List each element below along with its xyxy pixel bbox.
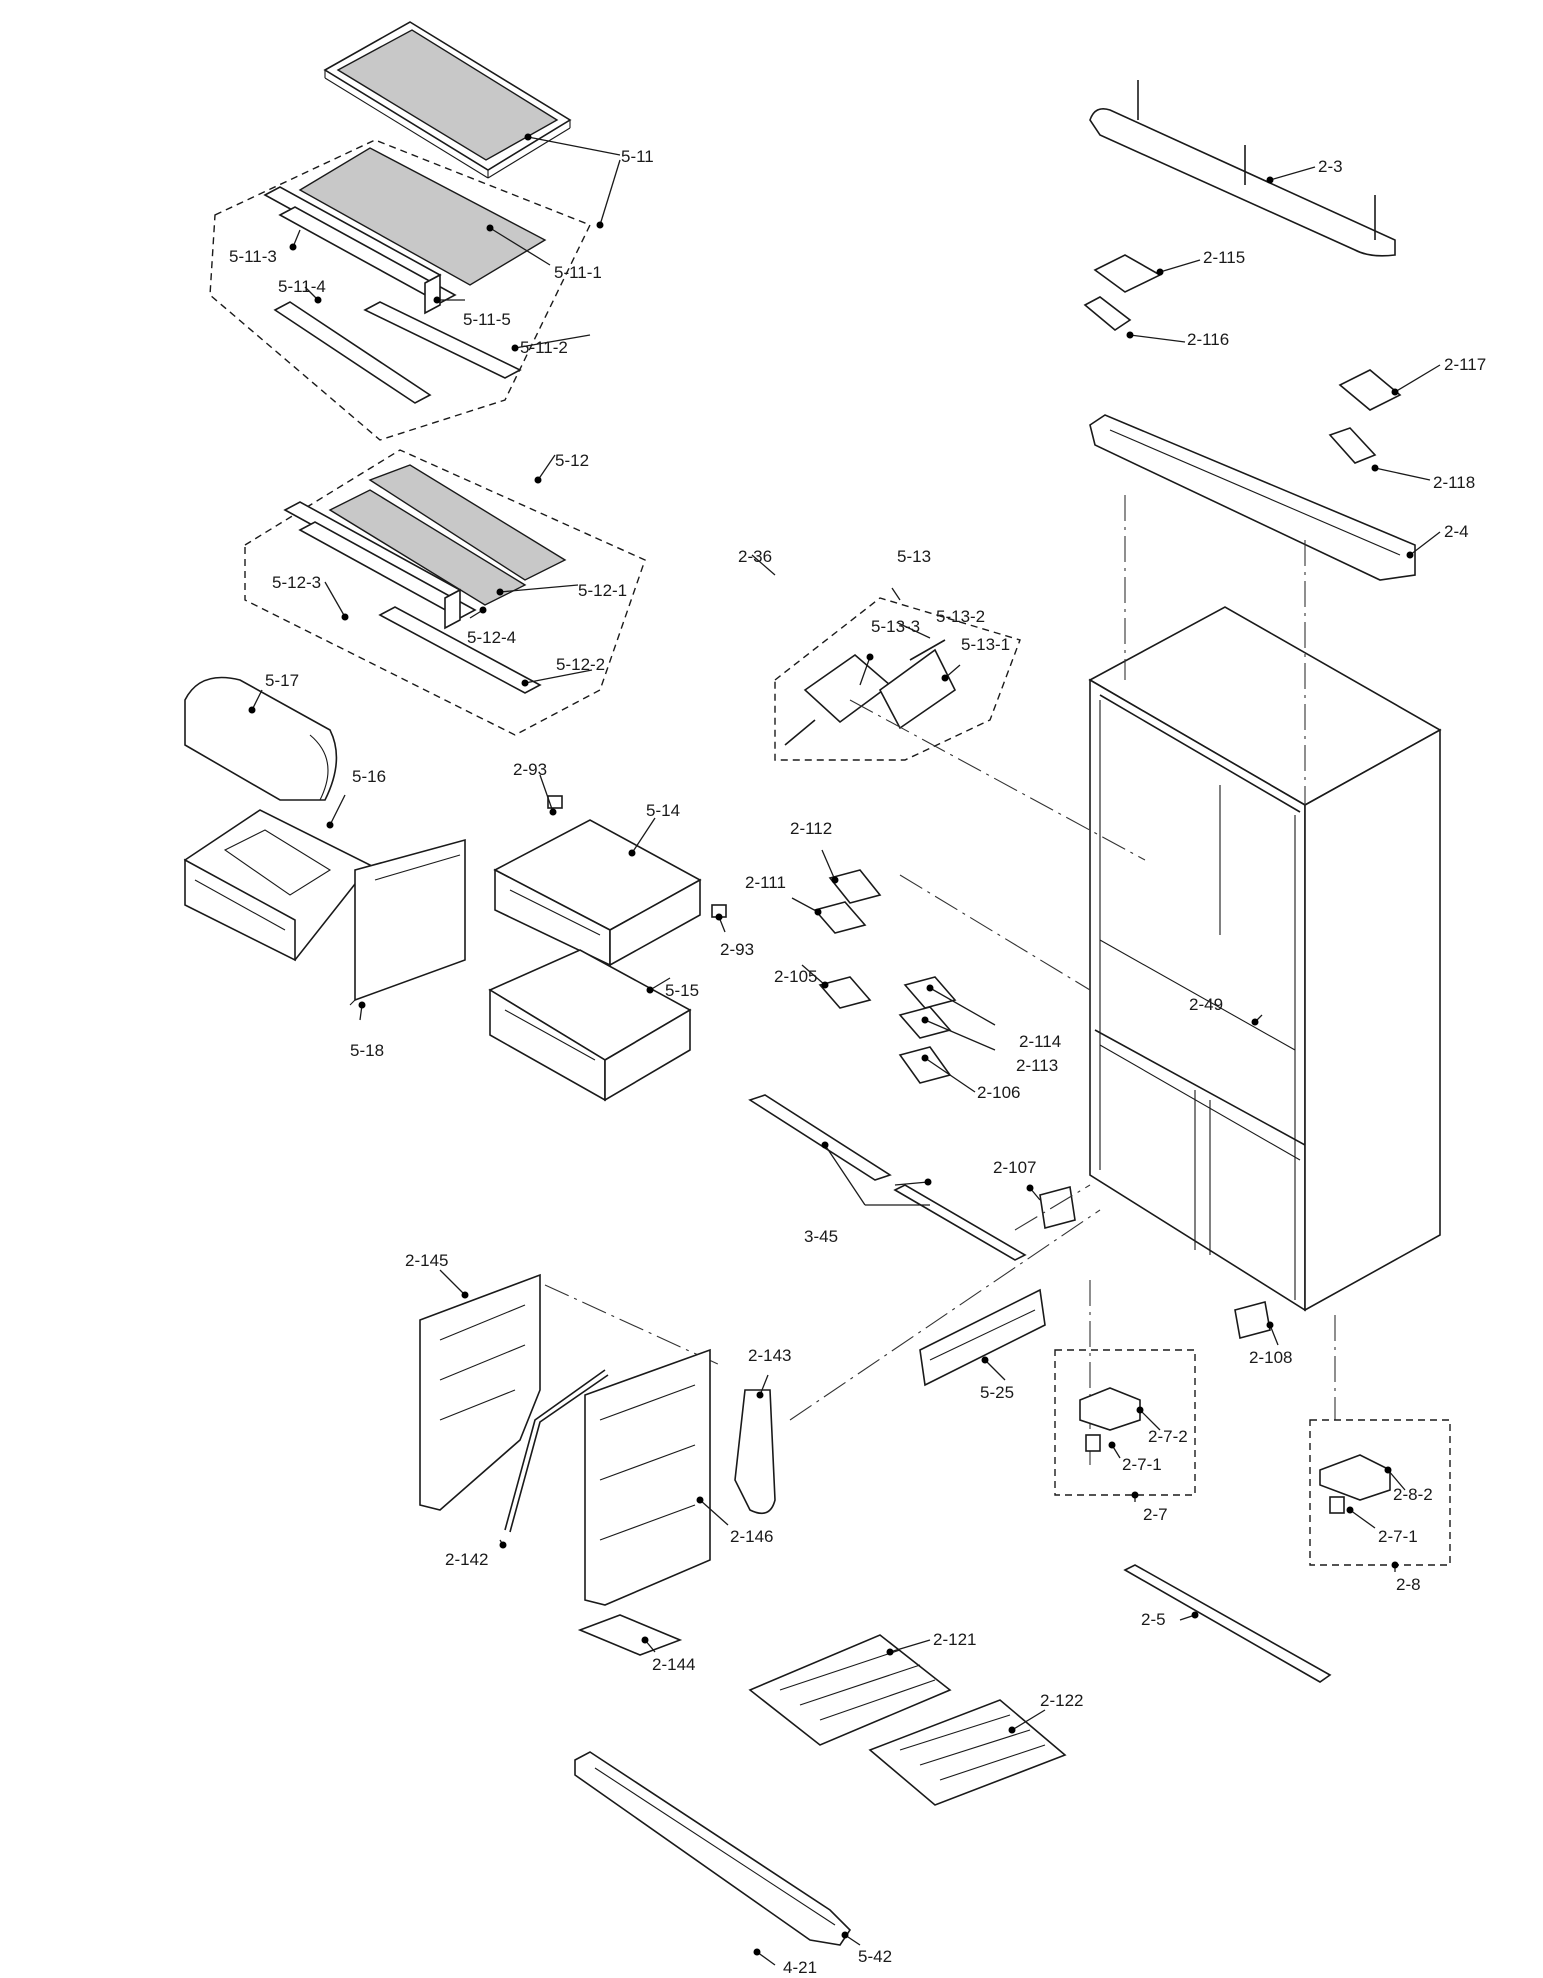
part-2-144-gasket (577, 1614, 683, 1656)
shelf-5-11-glass (263, 147, 547, 404)
part-2-3-top-cover (1089, 80, 1396, 257)
label-5-13: 5-13 (897, 547, 931, 566)
part-2-121-basket (748, 1634, 952, 1746)
part-5-18-divider (349, 838, 466, 1006)
label-3-45: 3-45 (804, 1227, 838, 1246)
label-2-118: 2-118 (1433, 473, 1475, 492)
label-5-13-1: 5-13-1 (961, 635, 1010, 654)
label-5-16: 5-16 (352, 767, 386, 786)
label-5-12-2: 5-12-2 (556, 655, 605, 674)
group-outline-2-7 (1054, 1349, 1196, 1496)
part-2-8-foot (1319, 1454, 1391, 1514)
part-2-5-rail (1123, 1564, 1332, 1683)
label-5-11-4: 5-11-4 (278, 277, 326, 296)
shelf-5-11-frame (323, 21, 572, 179)
label-2-112: 2-112 (790, 819, 832, 838)
leader-lines (251, 136, 1441, 1966)
part-2-146-liner (584, 1348, 711, 1606)
label-5-13-2: 5-13-2 (936, 607, 985, 626)
label-2-146: 2-146 (730, 1527, 773, 1546)
part-5-16-bin (183, 809, 372, 962)
group-outline-5-13 (774, 597, 1021, 761)
label-5-13-3: 5-13-3 (871, 617, 920, 636)
part-5-17-cover (184, 676, 338, 801)
label-2-7-1-b: 2-7-1 (1378, 1527, 1418, 1546)
label-2-113: 2-113 (1016, 1056, 1058, 1075)
label-5-11-3: 5-11-3 (229, 247, 277, 266)
label-2-121: 2-121 (933, 1630, 976, 1649)
assembly-centre-lines (544, 495, 1336, 1465)
part-2-7-foot (1079, 1387, 1141, 1452)
part-5-14-drawer (493, 819, 702, 967)
part-5-25-bracket (919, 1288, 1046, 1387)
label-2-144: 2-144 (652, 1655, 695, 1674)
part-5-15-drawer (488, 949, 692, 1102)
label-2-7-1-a: 2-7-1 (1122, 1455, 1162, 1474)
label-2-117: 2-117 (1444, 355, 1486, 374)
part-2-142-rod (504, 1369, 609, 1533)
label-5-11: 5-11 (621, 147, 654, 166)
label-2-115: 2-115 (1203, 248, 1245, 267)
shelf-5-12-glass (283, 464, 567, 694)
label-2-5: 2-5 (1141, 1610, 1166, 1629)
label-5-12-4: 5-12-4 (467, 628, 516, 647)
hinge-parts-top (1083, 254, 1402, 464)
group-outline-5-11 (209, 139, 591, 441)
label-2-93-upper: 2-93 (513, 760, 547, 779)
leader-dots (248, 133, 1414, 1956)
label-2-142: 2-142 (445, 1550, 488, 1569)
part-3-45-strip-b (893, 1184, 1027, 1261)
part-5-13-bracket (784, 639, 957, 746)
label-5-14: 5-14 (646, 801, 680, 820)
label-2-145: 2-145 (405, 1251, 448, 1270)
part-2-4-top-frame (1089, 414, 1416, 581)
part-3-45-strip-a (748, 1094, 892, 1181)
label-2-122: 2-122 (1040, 1691, 1083, 1710)
label-2-143: 2-143 (748, 1346, 791, 1365)
group-outline-5-12 (244, 449, 646, 736)
label-2-3: 2-3 (1318, 157, 1343, 176)
label-2-8-2: 2-8-2 (1393, 1485, 1433, 1504)
label-2-107: 2-107 (993, 1158, 1036, 1177)
label-5-25: 5-25 (980, 1383, 1014, 1402)
label-5-11-1: 5-11-1 (554, 263, 602, 282)
label-2-7-2: 2-7-2 (1148, 1427, 1188, 1446)
part-5-42-kickplate (574, 1751, 852, 1946)
part-2-145-liner (419, 1273, 541, 1511)
label-4-21: 4-21 (783, 1958, 817, 1977)
label-5-12: 5-12 (555, 451, 589, 470)
label-5-18: 5-18 (350, 1041, 384, 1060)
label-2-116: 2-116 (1187, 330, 1229, 349)
label-5-17: 5-17 (265, 671, 299, 690)
label-2-36: 2-36 (738, 547, 772, 566)
group-outline-2-8 (1309, 1419, 1451, 1566)
label-2-106: 2-106 (977, 1083, 1020, 1102)
label-5-11-2: 5-11-2 (520, 338, 568, 357)
label-5-11-5: 5-11-5 (463, 310, 511, 329)
label-2-114: 2-114 (1019, 1032, 1061, 1051)
label-2-108: 2-108 (1249, 1348, 1292, 1367)
label-2-93-lower: 2-93 (720, 940, 754, 959)
label-5-15: 5-15 (665, 981, 699, 1000)
label-2-4: 2-4 (1444, 522, 1469, 541)
hinge-parts-middle (813, 869, 1271, 1339)
part-2-122-basket (868, 1699, 1067, 1806)
label-5-12-3: 5-12-3 (272, 573, 321, 592)
label-2-7: 2-7 (1143, 1505, 1168, 1524)
label-2-8: 2-8 (1396, 1575, 1421, 1594)
label-5-12-1: 5-12-1 (578, 581, 627, 600)
label-2-49: 2-49 (1189, 995, 1223, 1014)
part-2-93-upper (547, 795, 563, 809)
label-5-42: 5-42 (858, 1947, 892, 1966)
part-2-143-handle (734, 1389, 776, 1515)
label-2-111: 2-111 (745, 873, 786, 892)
label-2-105: 2-105 (774, 967, 817, 986)
cabinet-body (1088, 606, 1442, 1312)
